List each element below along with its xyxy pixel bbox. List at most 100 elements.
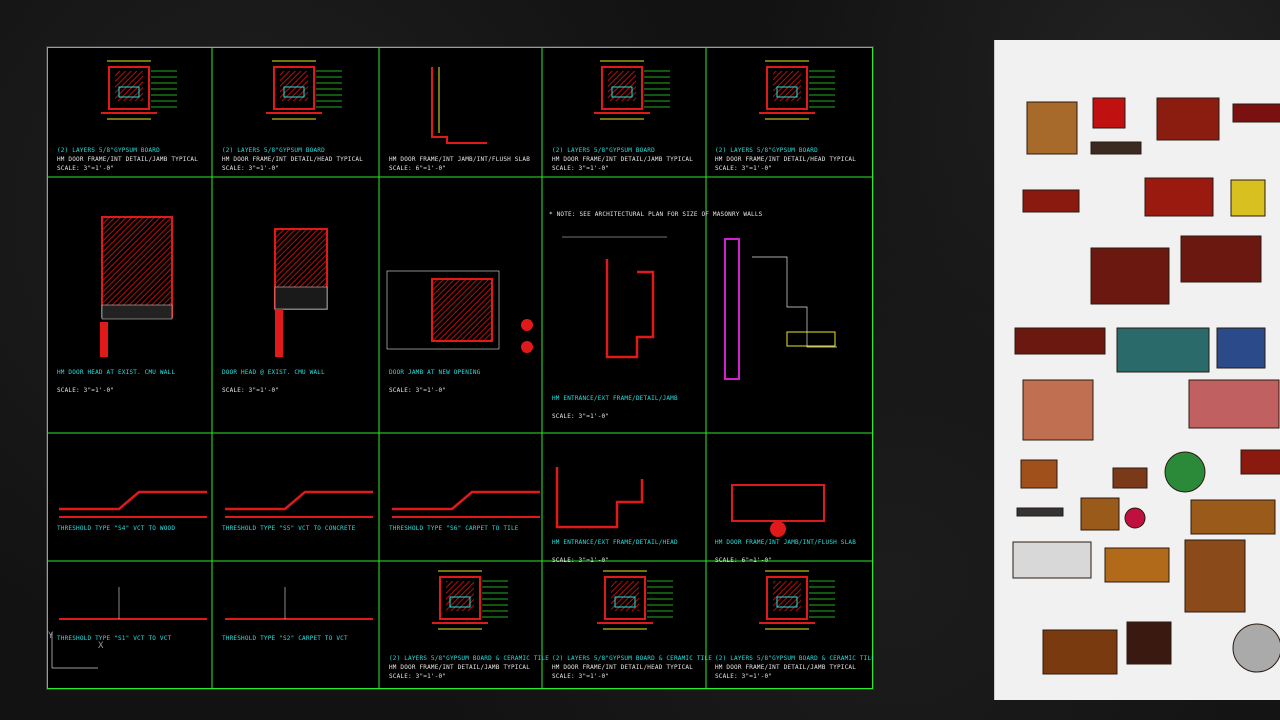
ext-jamb-r2c5-yellow	[786, 331, 836, 347]
jamb-r2c3-bolt	[521, 319, 533, 331]
small-table-icon	[1020, 459, 1058, 489]
cushion-chair-icon	[1216, 327, 1266, 369]
frame-hatch-5	[611, 581, 639, 611]
threshold-r3-2	[392, 490, 540, 511]
head-r2c2-post	[275, 309, 283, 357]
jamb-r2c3-bolt2	[521, 341, 533, 353]
head-r2c1	[101, 216, 173, 318]
detail-r1c1-scale: SCALE: 3"=1'-0"	[57, 165, 115, 172]
frame-core-5	[614, 596, 636, 608]
stool-icon	[1112, 467, 1148, 489]
frame-outline-4	[439, 576, 481, 620]
detail-r3c3-title: THRESHOLD TYPE "S6" CARPET TO TILE	[389, 525, 519, 532]
detail-r2c3-scale: SCALE: 3"=1'-0"	[389, 387, 447, 394]
ext-head-r3c4	[555, 467, 644, 529]
side-table-icon	[1232, 103, 1280, 123]
detail-r4c5-sub: HM DOOR FRAME/INT DETAIL/JAMB TYPICAL	[715, 664, 857, 671]
head-r2c1-base	[101, 304, 173, 320]
detail-r2c1-title: HM DOOR HEAD AT EXIST. CMU WALL	[57, 369, 176, 376]
frame-outline-0	[108, 66, 150, 110]
ext-jamb-r2c5-profile	[752, 256, 837, 348]
detail-r4c4-scale: SCALE: 3"=1'-0"	[552, 673, 610, 680]
detail-r1c4-title: (2) LAYERS 5/8"GYPSUM BOARD	[552, 147, 655, 154]
detail-r3c1-title: THRESHOLD TYPE "S4" VCT TO WOOD	[57, 525, 176, 532]
frame-core-1	[283, 86, 305, 98]
detail-r3c2-title: THRESHOLD TYPE "S5" VCT TO CONCRETE	[222, 525, 356, 532]
detail-r4c5-scale: SCALE: 3"=1'-0"	[715, 673, 773, 680]
detail-r4c3-sub: HM DOOR FRAME/INT DETAIL/JAMB TYPICAL	[389, 664, 531, 671]
plant-icon	[1124, 507, 1146, 529]
coffee-table-icon	[1080, 497, 1120, 531]
detail-r2c3-title: DOOR JAMB AT NEW OPENING	[389, 369, 481, 376]
frame-core-4	[449, 596, 471, 608]
frame-hatch-6	[773, 581, 801, 611]
wood-armchair-icon	[1026, 101, 1078, 155]
detail-r4c3-scale: SCALE: 3"=1'-0"	[389, 673, 447, 680]
frame-core-2	[611, 86, 633, 98]
lamp-icon	[1240, 449, 1280, 475]
frame-outline-6	[766, 576, 808, 620]
ext-frame-r2c4	[605, 259, 655, 359]
furniture-block-palette[interactable]	[994, 40, 1280, 700]
detail-r1c2-title: (2) LAYERS 5/8"GYPSUM BOARD	[222, 147, 325, 154]
flush-r3c5-bolt	[770, 521, 786, 537]
frame-hatch-4	[446, 581, 474, 611]
threshold-r3-0	[59, 490, 207, 511]
detail-r1c5-title: (2) LAYERS 5/8"GYPSUM BOARD	[715, 147, 818, 154]
frame-hatch-0	[115, 71, 143, 101]
detail-r1c5-sub: HM DOOR FRAME/INT DETAIL/HEAD TYPICAL	[715, 156, 857, 163]
detail-r3c4-scale: SCALE: 3"=1'-0"	[552, 557, 610, 564]
green-chair-icon	[1164, 451, 1206, 493]
jamb-r2c3	[431, 278, 493, 342]
plaid-loveseat-icon	[1022, 379, 1094, 441]
detail-r1c5-scale: SCALE: 3"=1'-0"	[715, 165, 773, 172]
frame-core-6	[776, 596, 798, 608]
frame-hatch-3	[773, 71, 801, 101]
grid-border	[47, 47, 873, 689]
rocker-icon	[1042, 629, 1118, 675]
detail-r1c4-sub: HM DOOR FRAME/INT DETAIL/JAMB TYPICAL	[552, 156, 694, 163]
detail-r4c1-title: THRESHOLD TYPE "S1" VCT TO VCT	[57, 635, 172, 642]
flush-r3c5	[731, 484, 825, 522]
frame-outline-1	[273, 66, 315, 110]
ucs-y-label: Y	[48, 631, 54, 641]
detail-r4c4-sub: HM DOOR FRAME/INT DETAIL/HEAD TYPICAL	[552, 664, 694, 671]
dining-table-icon	[1090, 247, 1170, 305]
detail-r1c2-sub: HM DOOR FRAME/INT DETAIL/HEAD TYPICAL	[222, 156, 364, 163]
detail-r3c5-scale: SCALE: 6"=1'-0"	[715, 557, 773, 564]
ucs-x-label: X	[98, 641, 104, 651]
frame-outline-2	[601, 66, 643, 110]
chair-pair-icon	[1090, 141, 1142, 155]
jamb-r2c3-outline	[386, 270, 500, 350]
ucs-icon: Y X	[48, 628, 112, 692]
note-top: * NOTE: SEE ARCHITECTURAL PLAN FOR SIZE …	[549, 211, 763, 218]
sofa-icon	[1156, 97, 1220, 141]
detail-r4c3-title: (2) LAYERS 5/8"GYPSUM BOARD & CERAMIC TI…	[389, 655, 550, 662]
dining-set-icon	[1184, 539, 1246, 613]
detail-r4c5-title: (2) LAYERS 5/8"GYPSUM BOARD & CERAMIC TI…	[715, 655, 874, 662]
frame-core-0	[118, 86, 140, 98]
long-table-icon	[1190, 499, 1276, 535]
bed-icon	[1022, 189, 1080, 213]
head-r2c1-post	[100, 322, 108, 357]
frame-outline-3	[766, 66, 808, 110]
detail-r1c2-scale: SCALE: 3"=1'-0"	[222, 165, 280, 172]
cad-canvas[interactable]	[47, 47, 873, 689]
detail-r1c1-sub: HM DOOR FRAME/INT DETAIL/JAMB TYPICAL	[57, 156, 199, 163]
palette-canvas	[1012, 97, 1280, 675]
detail-r4c4-title: (2) LAYERS 5/8"GYPSUM BOARD & CERAMIC TI…	[552, 655, 713, 662]
threshold-r3-1	[225, 490, 373, 511]
ext-jamb-r2c5	[724, 238, 740, 380]
piano-icon	[1014, 327, 1106, 355]
lounge-chair-icon	[1104, 547, 1170, 583]
nightstand-icon	[1126, 621, 1172, 665]
detail-r4c2-title: THRESHOLD TYPE "S2" CARPET TO VCT	[222, 635, 348, 642]
bench-icon	[1016, 507, 1064, 517]
detail-r3c4-title: HM ENTRANCE/EXT FRAME/DETAIL/HEAD	[552, 539, 678, 546]
yellow-chair-icon	[1230, 179, 1266, 217]
detail-r1c4-scale: SCALE: 3"=1'-0"	[552, 165, 610, 172]
frame-hatch-2	[608, 71, 636, 101]
red-chair-icon	[1092, 97, 1126, 129]
frame-core-3	[776, 86, 798, 98]
cad-drawing-sheet[interactable]: (2) LAYERS 5/8"GYPSUM BOARD HM DOOR FRAME…	[46, 46, 874, 690]
